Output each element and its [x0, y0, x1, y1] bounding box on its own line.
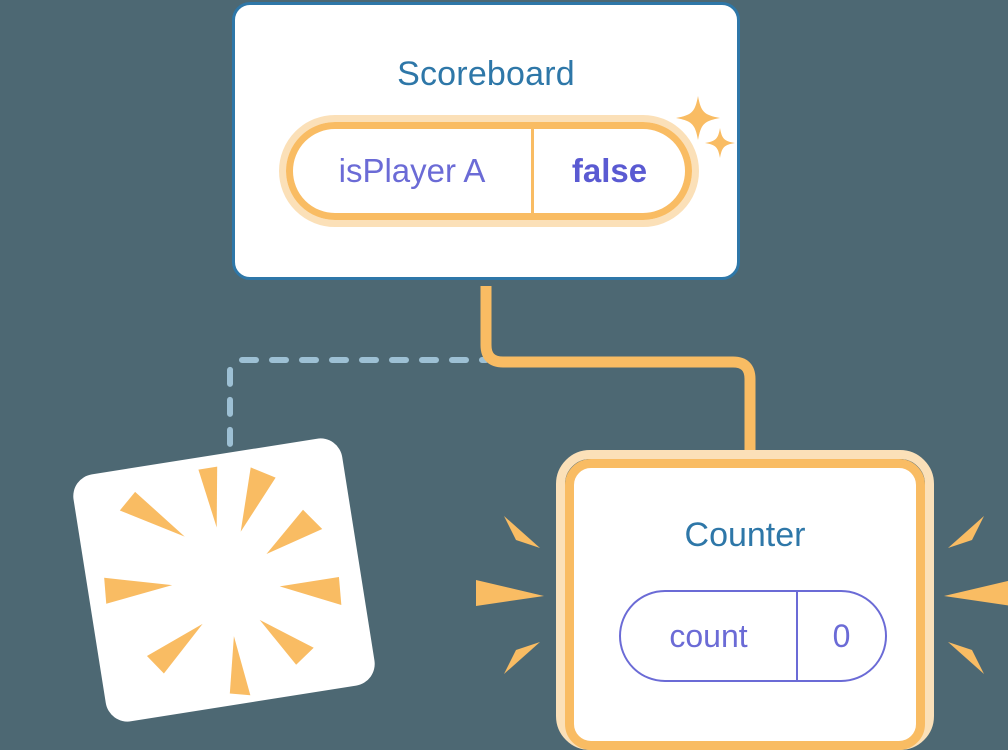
scoreboard-pill-divider — [531, 122, 534, 220]
scoreboard-pill-glow-ring — [279, 115, 699, 227]
connector-scoreboard-to-counter — [480, 286, 756, 462]
scoreboard-state-value: false — [571, 152, 648, 189]
blank-card[interactable] — [70, 435, 378, 725]
counter-state-key: count — [669, 617, 748, 654]
counter-state-value: 0 — [832, 617, 851, 654]
scoreboard-state-pill[interactable]: isPlayer A false — [286, 122, 692, 220]
counter-card[interactable]: Counter count 0 — [565, 459, 925, 750]
connector-scoreboard-to-blank-card — [227, 287, 489, 473]
counter-state-pill[interactable]: count 0 — [619, 590, 887, 682]
counter-title: Counter — [684, 516, 806, 554]
scoreboard-card[interactable]: Scoreboard isPlayer A false — [232, 2, 740, 280]
scoreboard-title: Scoreboard — [397, 55, 575, 93]
counter-pill-divider — [796, 590, 798, 682]
scoreboard-state-key: isPlayer A — [338, 152, 486, 189]
